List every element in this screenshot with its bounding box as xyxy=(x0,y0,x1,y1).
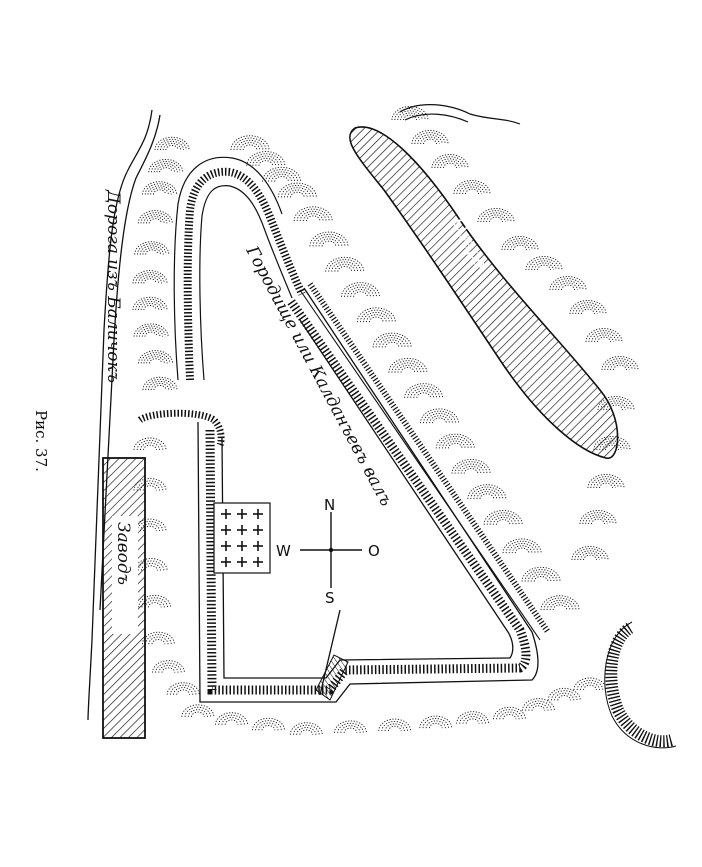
hachure-scallop xyxy=(309,231,349,247)
hachure-scallop xyxy=(132,296,168,311)
hillside-hachure-center xyxy=(230,135,580,611)
compass-west: W xyxy=(276,542,291,560)
grave-cross xyxy=(253,541,263,551)
hachure-scallop xyxy=(579,510,617,525)
site-label: Городище или Калданъевъ валъ xyxy=(241,242,396,510)
hachure-scallop xyxy=(246,151,286,166)
hachure-scallop xyxy=(571,546,609,561)
hachure-scallop xyxy=(547,687,581,701)
hachure-scallop xyxy=(573,677,607,691)
hachure-scallop xyxy=(138,350,174,364)
hachure-scallop xyxy=(334,720,367,733)
hachure-scallop xyxy=(453,180,491,195)
grave-cross xyxy=(237,509,247,519)
hillside-edge-northeast xyxy=(399,104,521,125)
hachure-scallop xyxy=(456,711,490,724)
compass-north: N xyxy=(324,496,335,514)
hachure-scallop xyxy=(378,718,412,732)
hachure-scallop xyxy=(540,595,580,611)
compass-south: S xyxy=(325,589,335,607)
grave-cross xyxy=(253,509,263,519)
hachure-scallop xyxy=(404,383,444,398)
grave-cross xyxy=(237,541,247,551)
hachure-scallop xyxy=(151,660,185,673)
hachure-scallop xyxy=(133,323,169,337)
hachure-scallop xyxy=(372,332,412,348)
hachure-scallop xyxy=(501,236,539,251)
grave-cross xyxy=(221,525,231,535)
hillside-hachure-west xyxy=(132,136,190,391)
grave-grid xyxy=(213,502,271,574)
hachure-scallop xyxy=(137,210,173,224)
hachure-scallop xyxy=(230,135,270,151)
hachure-scallop xyxy=(431,154,469,169)
hachure-scallop xyxy=(420,408,459,424)
grave-cross xyxy=(221,541,231,551)
hachure-scallop xyxy=(451,459,491,474)
building-label: Заводъ xyxy=(113,522,133,585)
hachure-scallop xyxy=(356,307,396,323)
hachure-scallop xyxy=(215,712,249,725)
figure-label: Рис. 37. xyxy=(32,410,50,472)
hachure-scallop xyxy=(251,717,285,731)
hachure-scallop xyxy=(141,631,175,645)
grave-cross xyxy=(237,525,247,535)
lake: Озеро xyxy=(349,126,619,459)
hachure-scallop xyxy=(166,682,200,695)
hachure-scallop xyxy=(419,715,453,729)
hachure-scallop xyxy=(388,357,428,373)
hachure-scallop xyxy=(142,376,178,391)
grave-cross xyxy=(221,557,231,567)
hachure-scallop xyxy=(483,510,523,525)
hachure-scallop xyxy=(341,282,380,297)
compass-rose: N S W O xyxy=(276,496,380,607)
hachure-scallop xyxy=(391,106,429,121)
grave-cross xyxy=(253,525,263,535)
hachure-scallop xyxy=(289,722,323,735)
hachure-scallop xyxy=(435,433,475,449)
grave-cross xyxy=(221,509,231,519)
hachure-scallop xyxy=(277,182,317,198)
hachure-scallop xyxy=(585,328,623,343)
hachure-scallop xyxy=(181,704,215,717)
grave-cross xyxy=(253,557,263,567)
hachure-scallop xyxy=(587,474,625,489)
hillside-curl-southeast xyxy=(604,621,677,749)
northern-rampart xyxy=(173,156,306,381)
hachure-scallop xyxy=(525,256,563,271)
entrance-ramp xyxy=(315,609,349,701)
hachure-scallop xyxy=(549,276,587,291)
hachure-scallop xyxy=(134,241,170,255)
hachure-scallop xyxy=(132,270,168,284)
hachure-scallop xyxy=(262,166,302,182)
hachure-scallop xyxy=(502,538,542,554)
road-label: Дорога изъ Баличокъ xyxy=(103,189,123,383)
building-zavod: Заводъ xyxy=(102,457,146,739)
hillside-hachure-south xyxy=(133,437,607,735)
hachure-scallop xyxy=(148,159,184,173)
hachure-scallop xyxy=(411,130,449,145)
hachure-scallop xyxy=(493,706,526,720)
hachure-scallop xyxy=(133,437,167,451)
hachure-scallop xyxy=(521,566,561,582)
hachure-scallop xyxy=(601,356,639,371)
hachure-scallop xyxy=(325,256,365,272)
hachure-scallop xyxy=(293,206,333,222)
hachure-scallop xyxy=(154,136,190,151)
hachure-scallop xyxy=(477,208,515,223)
compass-east: O xyxy=(368,542,380,560)
grave-cross xyxy=(237,557,247,567)
hachure-scallop xyxy=(569,300,607,315)
hachure-scallop xyxy=(467,484,507,500)
hachure-scallop xyxy=(521,698,555,711)
hachure-scallop xyxy=(142,181,178,195)
